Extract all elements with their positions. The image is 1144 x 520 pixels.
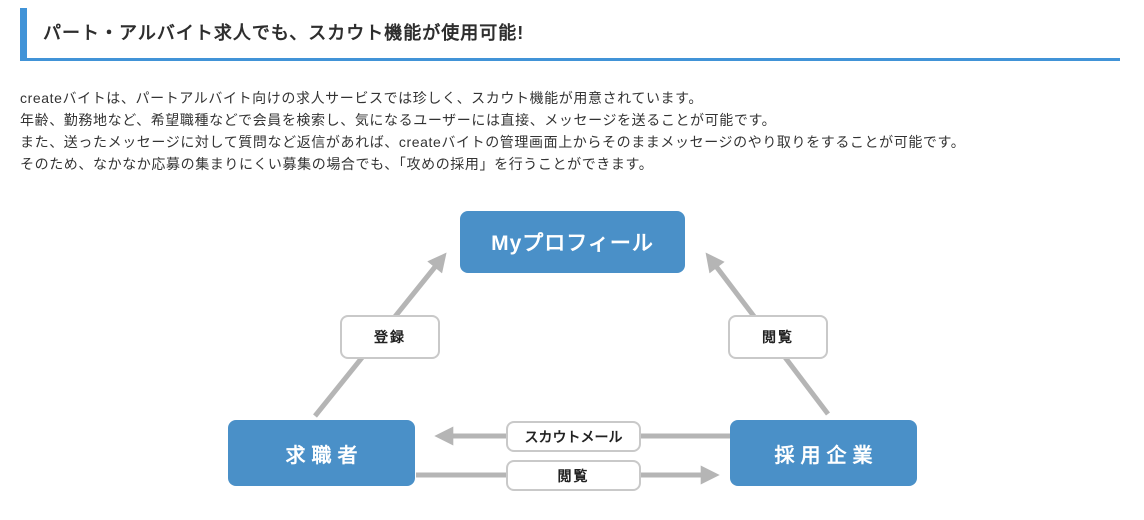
intro-line: そのため、なかなか応募の集まりにくい募集の場合でも、「攻めの採用」を行うことがで… bbox=[20, 156, 654, 172]
section-heading: パート・アルバイト求人でも、スカウト機能が使用可能! bbox=[20, 8, 1120, 61]
intro-paragraph: createバイトは、パートアルバイト向けの求人サービスでは珍しく、スカウト機能… bbox=[20, 87, 1144, 175]
edge-label-scout-mail: スカウトメール bbox=[506, 421, 641, 452]
page-title: パート・アルバイト求人でも、スカウト機能が使用可能! bbox=[43, 23, 525, 43]
node-my-profile: Myプロフィール bbox=[460, 211, 685, 273]
edge-label-register: 登録 bbox=[340, 315, 440, 359]
node-employer: 採用企業 bbox=[730, 420, 917, 486]
edge-label-view-employer: 閲覧 bbox=[506, 460, 641, 491]
intro-line: 年齢、勤務地など、希望職種などで会員を検索し、気になるユーザーには直接、メッセー… bbox=[20, 112, 777, 128]
intro-line: createバイトは、パートアルバイト向けの求人サービスでは珍しく、スカウト機能… bbox=[20, 90, 703, 106]
scout-flow-diagram: Myプロフィール 求職者 採用企業 登録 閲覧 スカウトメール 閲覧 bbox=[0, 193, 1144, 498]
intro-line: また、送ったメッセージに対して質問など返信があれば、createバイトの管理画面… bbox=[20, 134, 966, 150]
node-job-seeker: 求職者 bbox=[228, 420, 415, 486]
edge-label-view-profile: 閲覧 bbox=[728, 315, 828, 359]
